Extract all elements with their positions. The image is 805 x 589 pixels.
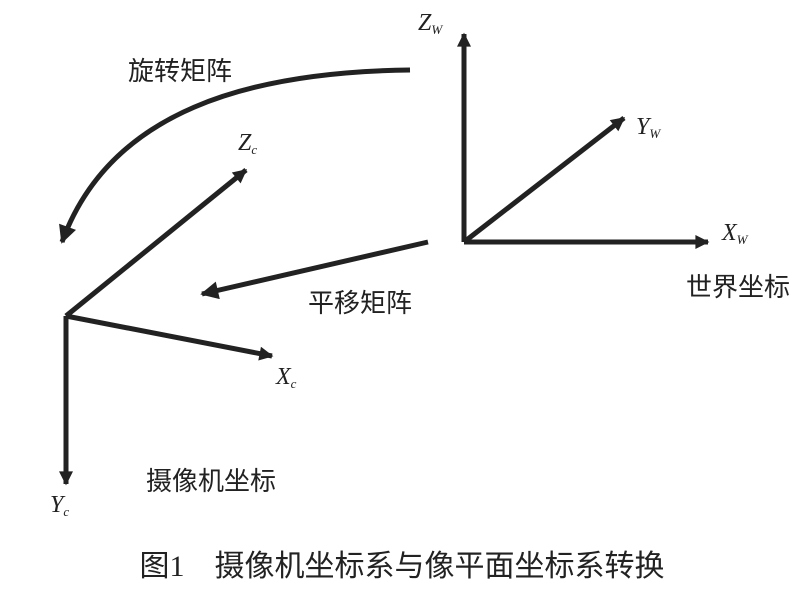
camera-z-label: Zc — [238, 130, 257, 157]
world-axes — [457, 32, 710, 249]
rotation-label: 旋转矩阵 — [128, 57, 232, 86]
translation-arrow — [200, 239, 429, 300]
camera-y-label: Yc — [50, 492, 69, 519]
figure-caption: 图1 摄像机坐标系与像平面坐标系转换 — [140, 550, 665, 583]
world-system-name: 世界坐标 — [686, 273, 790, 302]
camera-system-name: 摄像机坐标 — [146, 467, 276, 496]
world-y-label: YW — [636, 114, 661, 141]
translation-label: 平移矩阵 — [308, 289, 412, 318]
world-x-label: XW — [721, 220, 749, 247]
world-z-label: ZW — [418, 10, 443, 37]
camera-axes — [59, 168, 274, 486]
camera-x-label: Xc — [275, 364, 297, 391]
camera-z-axis — [64, 168, 248, 318]
world-y-axis — [462, 116, 626, 244]
camera-x-axis — [65, 313, 274, 361]
rotation-arrow — [59, 67, 411, 244]
